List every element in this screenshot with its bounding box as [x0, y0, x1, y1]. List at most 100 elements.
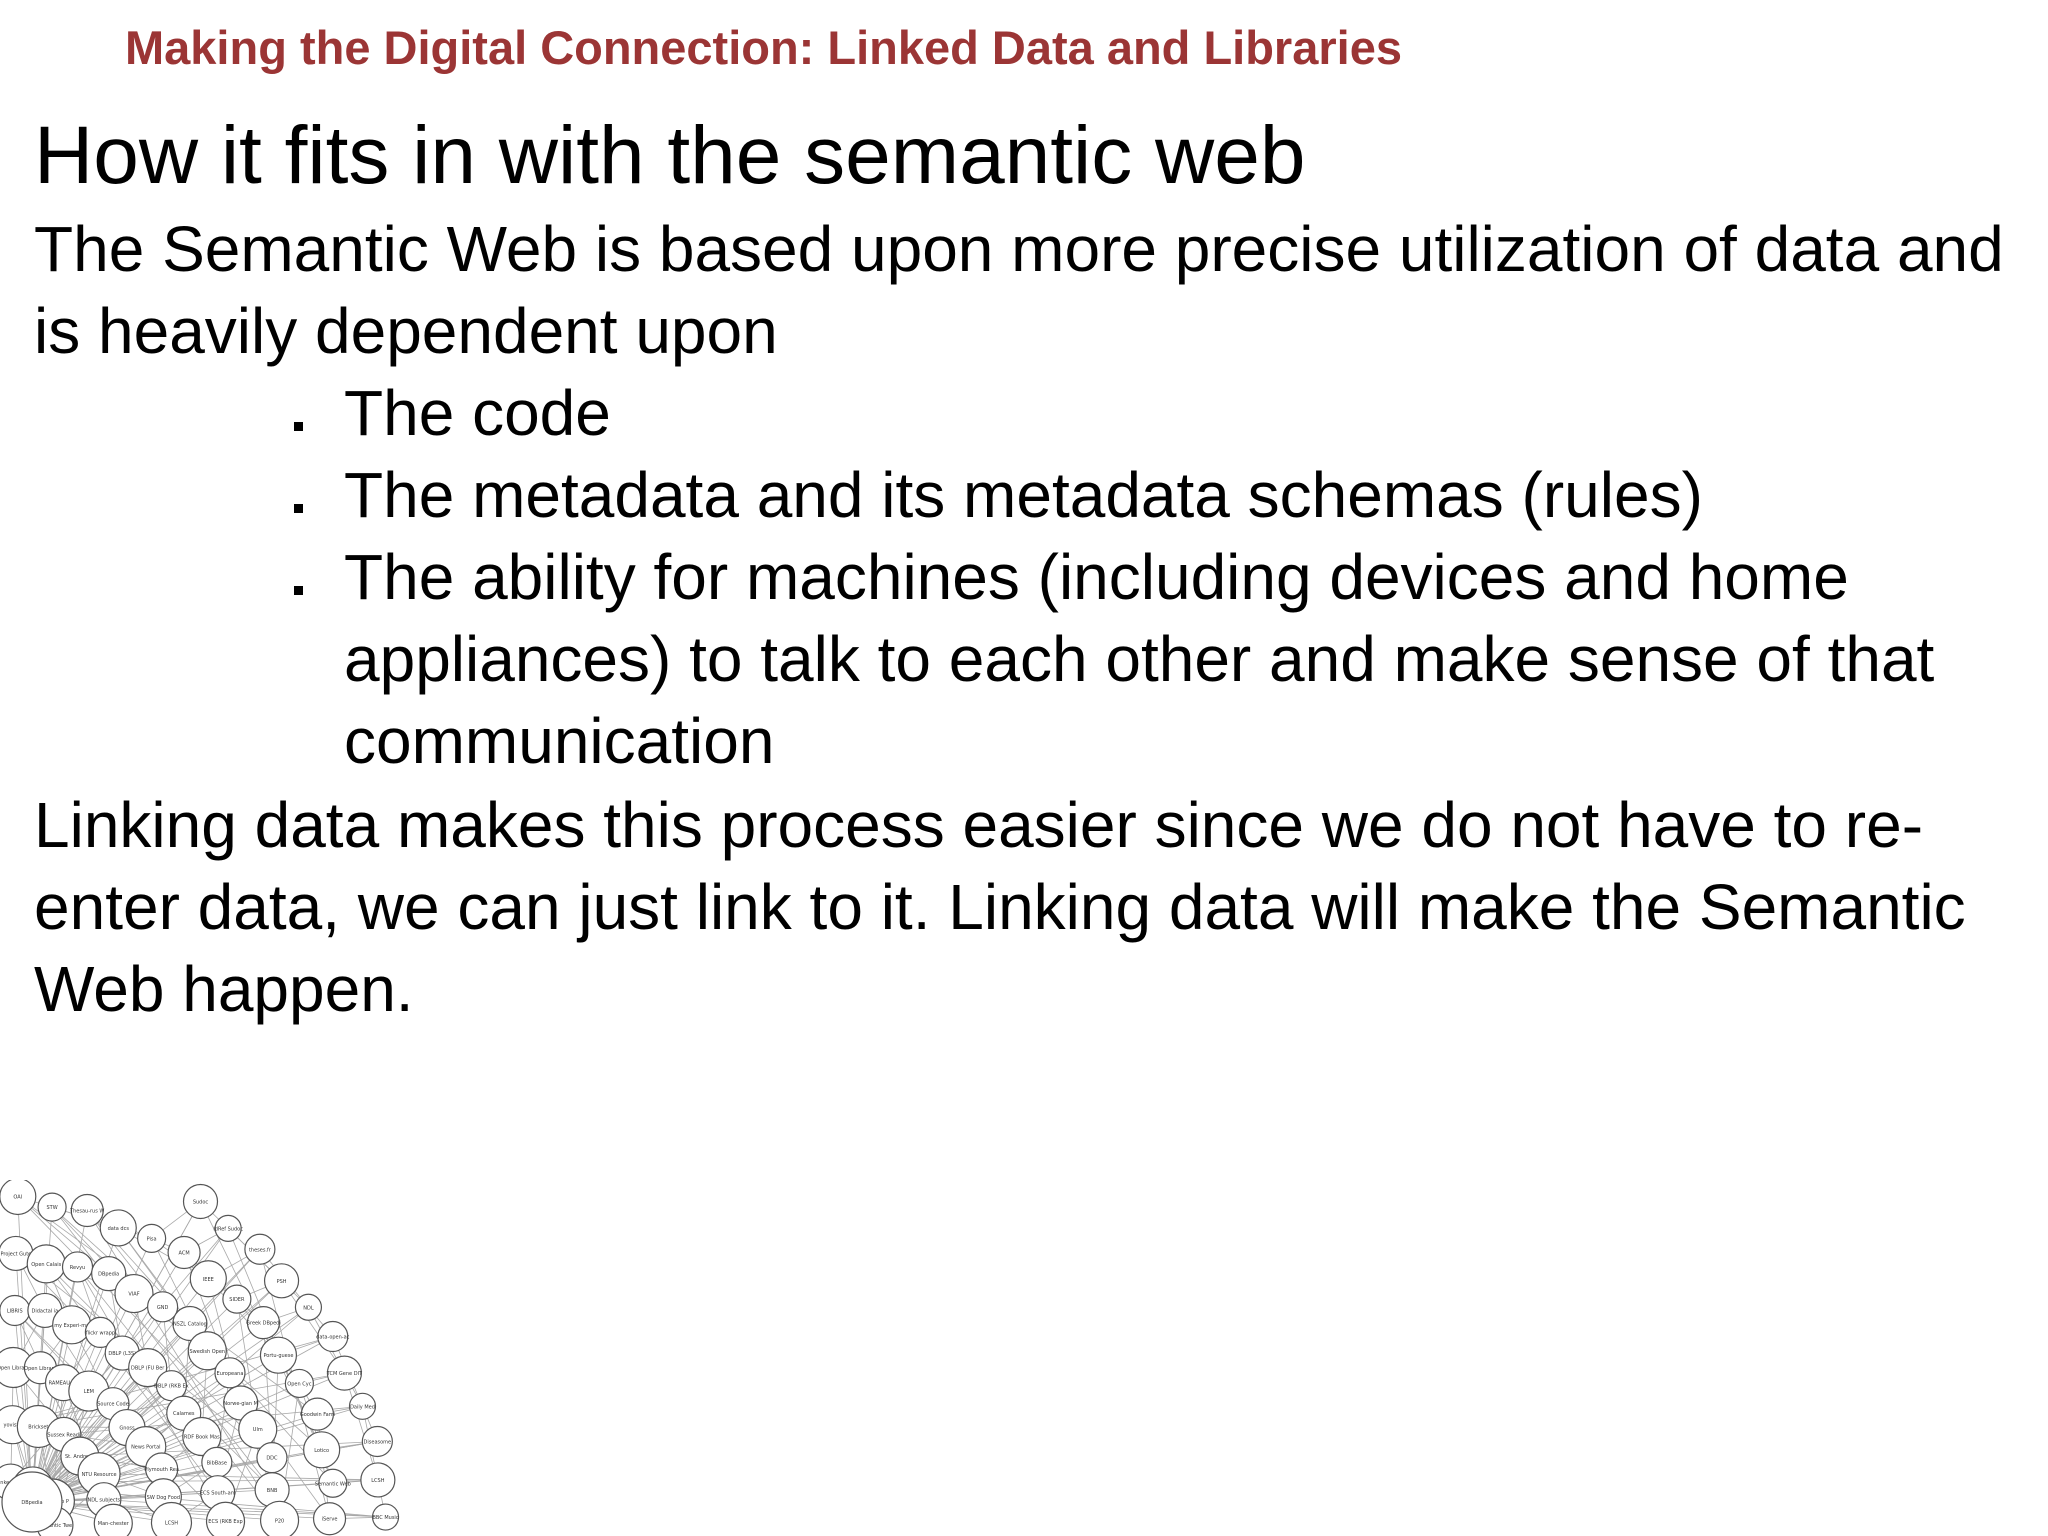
cloud-node-circle [37, 1192, 67, 1222]
cloud-node-label: STW [47, 1205, 58, 1211]
cloud-node: DBLP (FU Ber [128, 1347, 168, 1388]
cloud-node-label: BNB [267, 1488, 278, 1494]
cloud-node: DDC [256, 1442, 288, 1474]
cloud-node-circle [318, 1468, 348, 1498]
cloud-node-label: St. Andrews [65, 1454, 95, 1460]
cloud-node-circle [214, 1357, 246, 1389]
cloud-node-label: ACM [179, 1251, 190, 1257]
bullet-text: The ability for machines (including devi… [344, 541, 1935, 777]
cloud-node-label: Pisa [147, 1236, 157, 1242]
cloud-node: Goodwin Fami [300, 1397, 335, 1431]
cloud-node: theses.fr [244, 1233, 276, 1265]
cloud-node-label: TCM Gene DIT [326, 1371, 363, 1377]
bullet-item: The ability for machines (including devi… [0, 536, 1984, 782]
square-bullet-icon [294, 422, 303, 431]
cloud-node-label: Greek DBpedi [246, 1321, 281, 1327]
cloud-node-label: DBpedia [98, 1272, 119, 1278]
cloud-node-circle [0, 1180, 37, 1216]
cloud-node-label: Revyu [70, 1265, 85, 1271]
bullet-text: The metadata and its metadata schemas (r… [344, 459, 1703, 531]
intro-paragraph: The Semantic Web is based upon more prec… [34, 213, 2004, 367]
cloud-node-label: Sudoc [193, 1199, 209, 1205]
cloud-node-label: SIDER [229, 1297, 245, 1303]
cloud-node-circle [187, 1331, 227, 1371]
cloud-node-label: Project Gute [0, 1251, 31, 1257]
cloud-node: RDF Book Mas [182, 1416, 222, 1457]
cloud-node-circle [371, 1503, 400, 1531]
cloud-node: ECS South-am [200, 1475, 236, 1511]
cloud-node-label: DBLP (RKB Ex [154, 1384, 189, 1390]
cloud-node-circle [147, 1291, 179, 1323]
cloud-node: ECS (RKB Exp [205, 1501, 246, 1536]
cloud-node-circle [70, 1193, 104, 1228]
cloud-node-label: Calames [173, 1411, 195, 1417]
cloud-node: STW [37, 1192, 67, 1222]
cloud-node: PSH [263, 1263, 300, 1299]
cloud-node-label: Source Code [97, 1402, 129, 1408]
cloud-node-label: LCSH [165, 1521, 178, 1527]
bullet-text: The code [344, 377, 611, 449]
cloud-node: LCSH [150, 1501, 193, 1536]
cloud-node-circle [246, 1306, 281, 1340]
cloud-node-circle [182, 1183, 219, 1220]
cloud-link-line [281, 1280, 345, 1374]
cloud-node: Plymouth Rea [144, 1452, 179, 1486]
cloud-node: Man-chester [93, 1503, 133, 1536]
cloud-node-label: Semantic Web [315, 1481, 351, 1487]
cloud-node-label: News Portal [131, 1445, 160, 1451]
cloud-node: BBC Music [371, 1503, 400, 1531]
cloud-node-circle [317, 1320, 349, 1353]
cloud-node: SIDER [222, 1284, 252, 1314]
cloud-link-line [308, 1307, 363, 1407]
cloud-node-label: data-open-ac [316, 1335, 350, 1341]
slide-title: How it fits in with the semantic web [34, 110, 1306, 201]
cloud-link-line [227, 1228, 309, 1308]
cloud-node-label: Portu-guese [263, 1353, 293, 1359]
cloud-node: IEEE [189, 1260, 227, 1298]
cloud-node-circle [259, 1336, 298, 1374]
cloud-node-label: Ulm [253, 1427, 263, 1433]
bullet-item: The code [0, 372, 1984, 454]
cloud-node-circle [182, 1416, 222, 1457]
cloud-node: Revyu [61, 1251, 94, 1283]
cloud-node: Open Calais [26, 1244, 66, 1284]
cloud-node-label: P20 [275, 1518, 284, 1524]
cloud-node-circle [84, 1316, 116, 1349]
cloud-node: DBpedia [1, 1471, 63, 1533]
cloud-node-circle [189, 1260, 227, 1298]
cloud-node-label: IEEE [203, 1277, 214, 1283]
cloud-node-circle [114, 1273, 154, 1314]
cloud-node-label: Europeana [217, 1371, 244, 1377]
cloud-link-line [259, 1248, 334, 1337]
cloud-node-label: BibBase [207, 1460, 227, 1466]
cloud-node-circle [167, 1235, 201, 1270]
cloud-node-circle [172, 1305, 208, 1342]
cloud-node: Sudoc [182, 1183, 219, 1220]
cloud-node: Greek DBpedi [246, 1306, 281, 1340]
cloud-node-label: flickr wrapp [86, 1330, 115, 1336]
cloud-node-circle [263, 1263, 300, 1299]
cloud-node: BibBase [201, 1446, 233, 1478]
cloud-node-label: NDL subjects [87, 1498, 120, 1504]
cloud-node: Open Cyc [284, 1368, 314, 1399]
cloud-node: Diseasome [361, 1425, 393, 1458]
cloud-node: IdRef Sudoc [213, 1214, 243, 1242]
cloud-node-circle [93, 1503, 133, 1536]
cloud-node-label: ECS South-am [200, 1491, 236, 1497]
cloud-node-label: Semantic Twe [38, 1523, 72, 1529]
cloud-node-label: Open Library [24, 1366, 56, 1372]
cloud-node: DBpedia [91, 1256, 127, 1292]
cloud-node: LIBRIS [0, 1294, 31, 1327]
cloud-node-label: Gnoss [119, 1426, 135, 1432]
cloud-node-label: data dcs [108, 1226, 130, 1232]
closing-paragraph: Linking data makes this process easier s… [34, 789, 1966, 1025]
cloud-link-line [332, 1336, 378, 1442]
cloud-node-circle [238, 1409, 278, 1449]
cloud-node-label: GND [157, 1305, 169, 1311]
cloud-node: NDL [294, 1293, 323, 1321]
cloud-node-label: DBpedia [21, 1500, 42, 1506]
cloud-node-label: Lotico [314, 1448, 329, 1454]
cloud-node-label: NTU Resource [82, 1472, 117, 1478]
cloud-node: Daily Med [348, 1392, 377, 1420]
cloud-node: Lotico [303, 1431, 341, 1469]
